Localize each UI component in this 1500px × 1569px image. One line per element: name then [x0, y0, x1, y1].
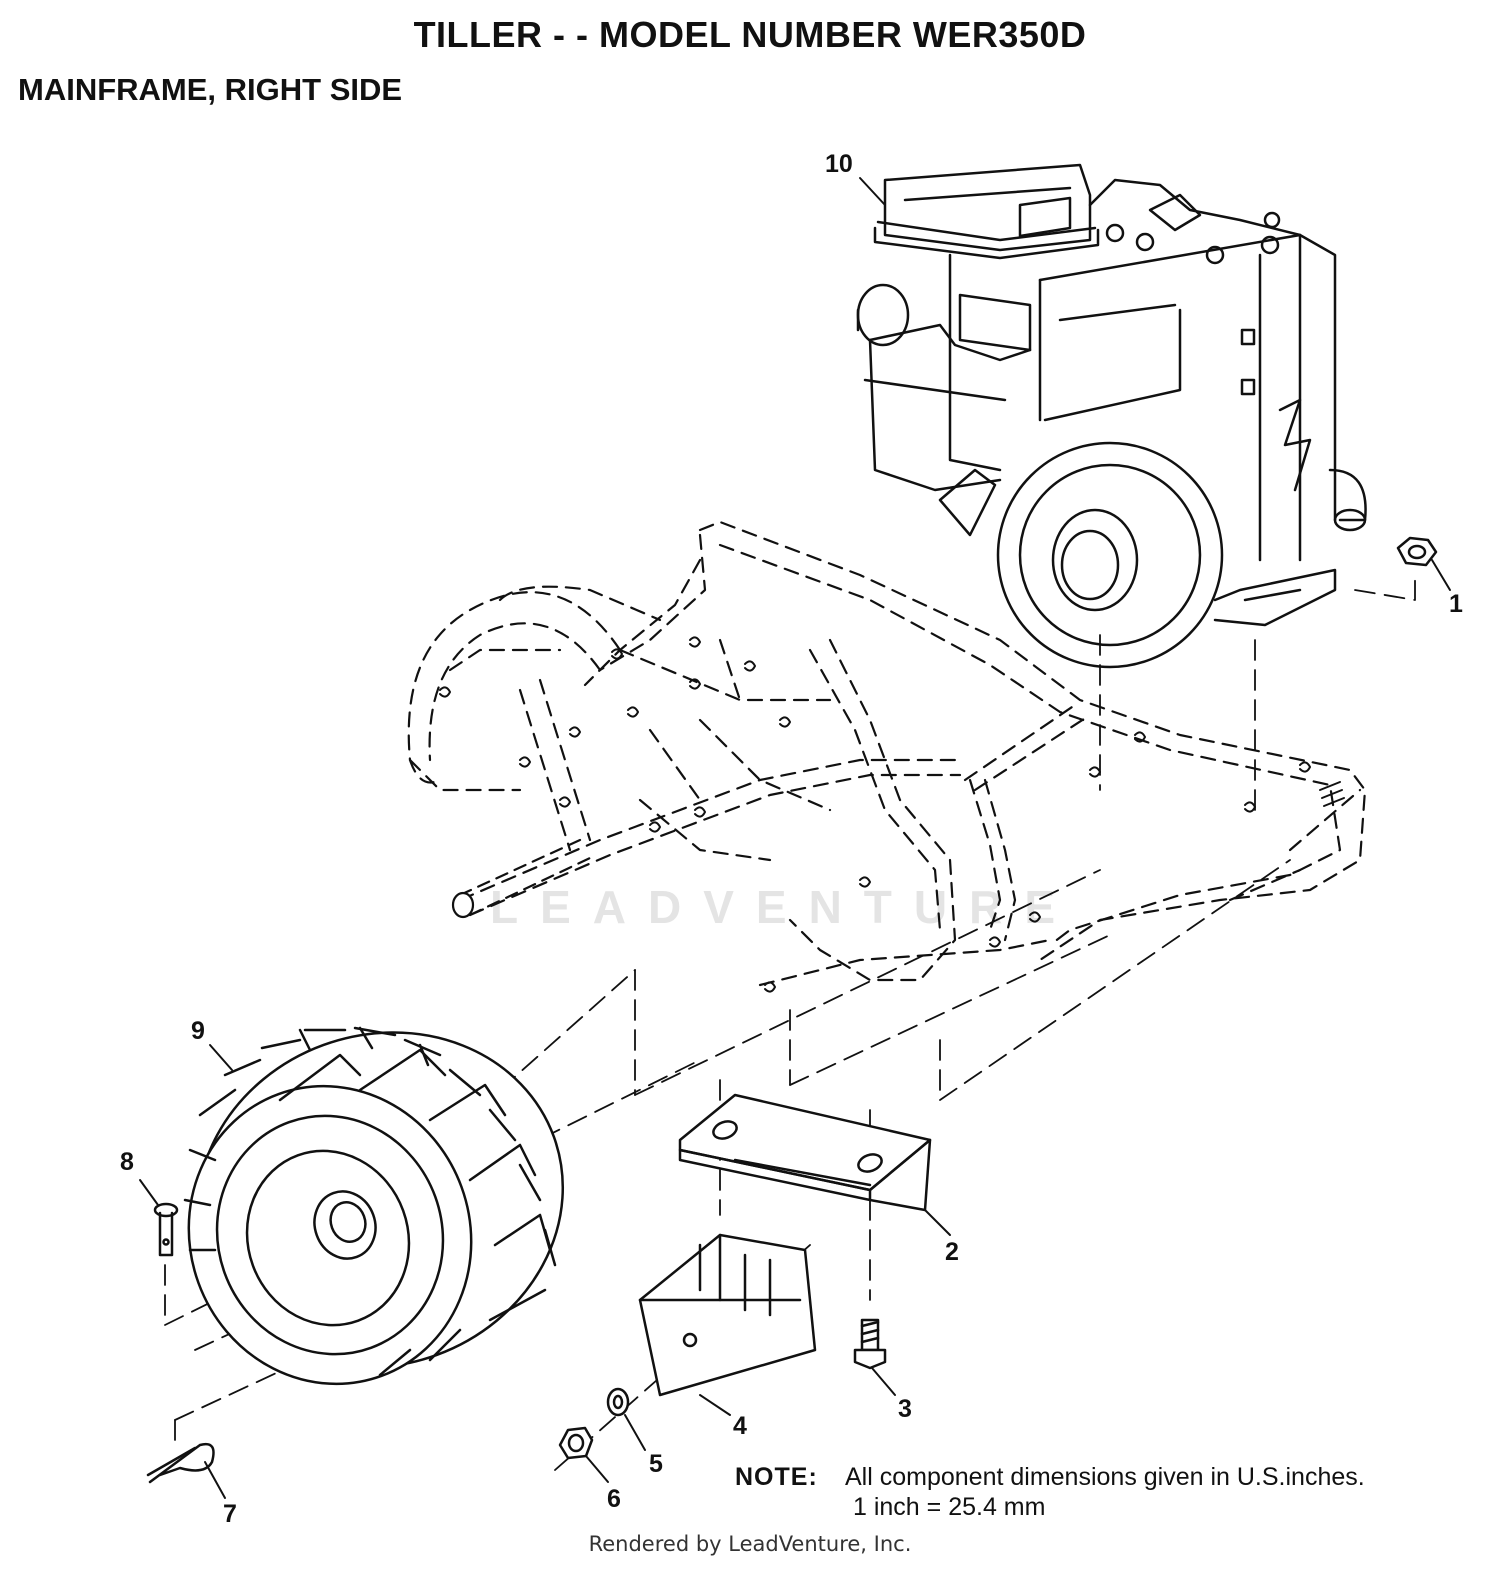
engine-part-10 — [856, 163, 1367, 669]
note-line-2: 1 inch = 25.4 mm — [853, 1493, 1046, 1521]
block-part-4 — [638, 1233, 817, 1397]
axle-shaft — [451, 838, 592, 919]
dimension-note: NOTE: All component dimensions given in U… — [735, 1462, 1365, 1522]
leader-lines — [139, 177, 1451, 1499]
callout-6: 6 — [607, 1485, 621, 1513]
callout-9: 9 — [191, 1017, 205, 1045]
callout-5: 5 — [649, 1450, 663, 1478]
note-label: NOTE: — [735, 1463, 818, 1491]
bolt-part-3 — [853, 1318, 887, 1370]
diagram-title: TILLER - - MODEL NUMBER WER350D — [413, 14, 1087, 55]
watermark-text: LEADVENTURE — [490, 881, 1078, 933]
callout-10: 10 — [825, 150, 853, 178]
callout-8: 8 — [120, 1148, 134, 1176]
bracket-part-2 — [678, 1093, 932, 1212]
callout-2: 2 — [945, 1238, 959, 1266]
clevis-pin-part-8 — [153, 1202, 179, 1257]
callout-4: 4 — [733, 1412, 747, 1440]
callout-7: 7 — [223, 1500, 237, 1528]
washer-part-5 — [606, 1387, 630, 1417]
note-line-1: All component dimensions given in U.S.in… — [845, 1463, 1365, 1491]
callout-3: 3 — [898, 1395, 912, 1423]
footer-credit: Rendered by LeadVenture, Inc. — [588, 1532, 912, 1556]
diagram-subtitle: MAINFRAME, RIGHT SIDE — [18, 72, 403, 107]
frame-dashed-outline — [407, 520, 1367, 987]
nut-part-6 — [558, 1426, 594, 1460]
flange-nut-part-1 — [1396, 536, 1438, 567]
tine-clips — [439, 636, 1345, 993]
hairpin-cotter-part-7 — [146, 1442, 215, 1484]
callout-1: 1 — [1449, 590, 1463, 618]
wheel-part-9 — [183, 1026, 565, 1386]
